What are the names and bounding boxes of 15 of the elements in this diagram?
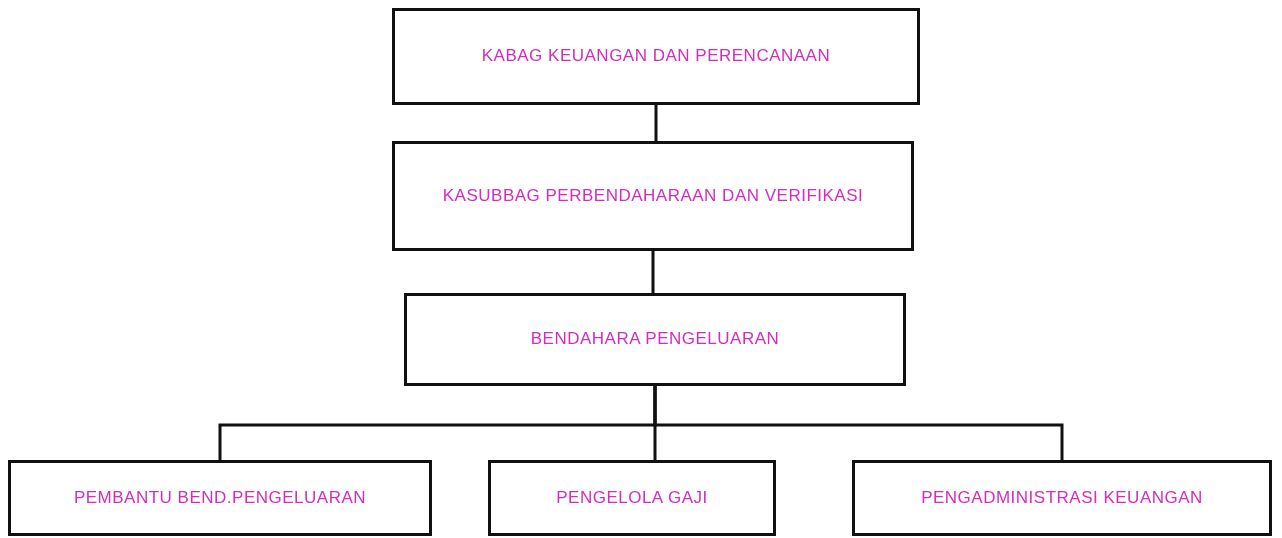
org-box <box>488 460 776 536</box>
box-label: PENGELOLA GAJI <box>555 486 709 509</box>
connector-line <box>653 386 1064 460</box>
box-label: BENDAHARA PENGELUARAN <box>529 328 781 351</box>
box-label: KABAG KEUANGAN DAN PERENCANAAN <box>480 45 832 68</box>
org-box <box>392 8 920 105</box>
connector-line <box>654 105 658 141</box>
org-box <box>392 141 914 251</box>
org-box <box>852 460 1272 536</box>
box-label: PEMBANTU BEND.PENGELUARAN <box>72 486 368 509</box>
box-label: KASUBBAG PERBENDAHARAAN DAN VERIFIKASI <box>441 184 865 207</box>
org-box <box>404 293 906 386</box>
org-box <box>8 460 432 536</box>
box-label: PENGADMINISTRASI KEUANGAN <box>920 486 1204 509</box>
connector-line <box>651 251 655 293</box>
